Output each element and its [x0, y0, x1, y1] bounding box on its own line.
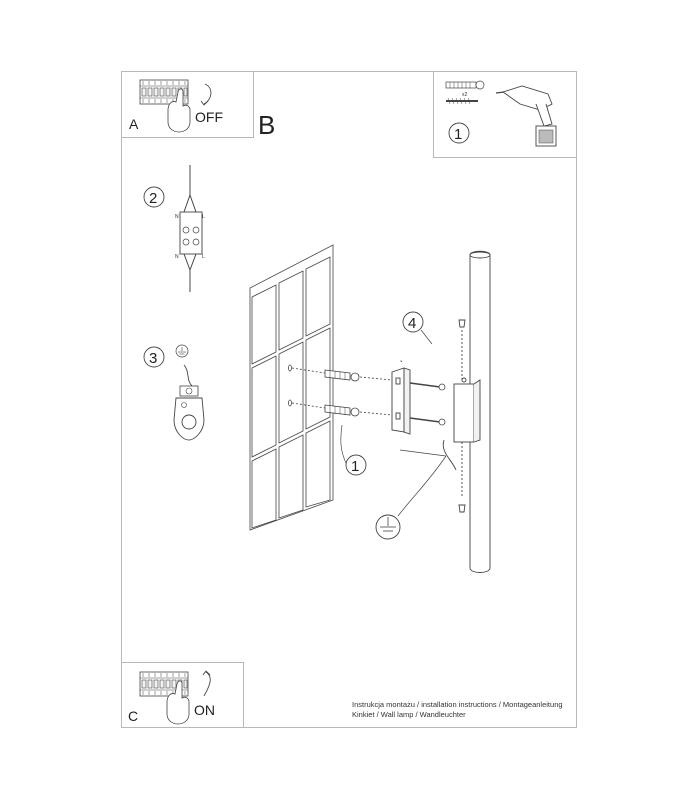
panel-a-state: OFF [195, 109, 223, 125]
mount-screws [399, 359, 446, 426]
ground-terminal-icon [173, 344, 205, 441]
terminal-label-n-top: N [175, 214, 179, 220]
step-circle-ground [143, 346, 165, 368]
step-circle-wiring [143, 186, 165, 208]
panel-a-letter: A [129, 116, 139, 132]
step-number-wiring: 2 [149, 190, 157, 207]
step-circle-mount [402, 311, 424, 333]
anchor-screw-icon: x2 [445, 80, 485, 105]
terminal-block-icon: N L N L [175, 165, 205, 292]
step-number-mount: 4 [408, 315, 416, 332]
step-circle-anchors [345, 454, 367, 476]
section-letter-b: B [258, 110, 276, 140]
terminal-label-l-bottom: L [202, 254, 205, 260]
step-number-ground: 3 [149, 350, 157, 367]
terminal-label-n-bottom: N [175, 254, 179, 260]
panel-c-letter: C [128, 708, 139, 724]
breaker-panel-on-icon [139, 670, 211, 725]
panel-c-state: ON [194, 702, 215, 718]
wall-anchors [288, 364, 393, 417]
instruction-sheet-frame [121, 71, 577, 728]
breaker-panel-icon [139, 79, 212, 133]
caption-line-1: Instrukcja montażu / installation instru… [352, 700, 563, 709]
step-number-drill: 1 [454, 126, 462, 143]
drill-icon [495, 85, 557, 147]
wall-lamp [442, 250, 491, 573]
caption-line-2: Kinkiet / Wall lamp / Wandleuchter [352, 710, 466, 719]
terminal-label-l-top: L [202, 214, 205, 220]
wall-tiles [249, 244, 334, 531]
mounting-bracket [391, 367, 411, 435]
step-number-anchors: 1 [351, 458, 359, 475]
earth-ground-icon [375, 449, 447, 540]
anchor-quantity: x2 [462, 92, 468, 98]
step-circle-drill [448, 122, 470, 144]
